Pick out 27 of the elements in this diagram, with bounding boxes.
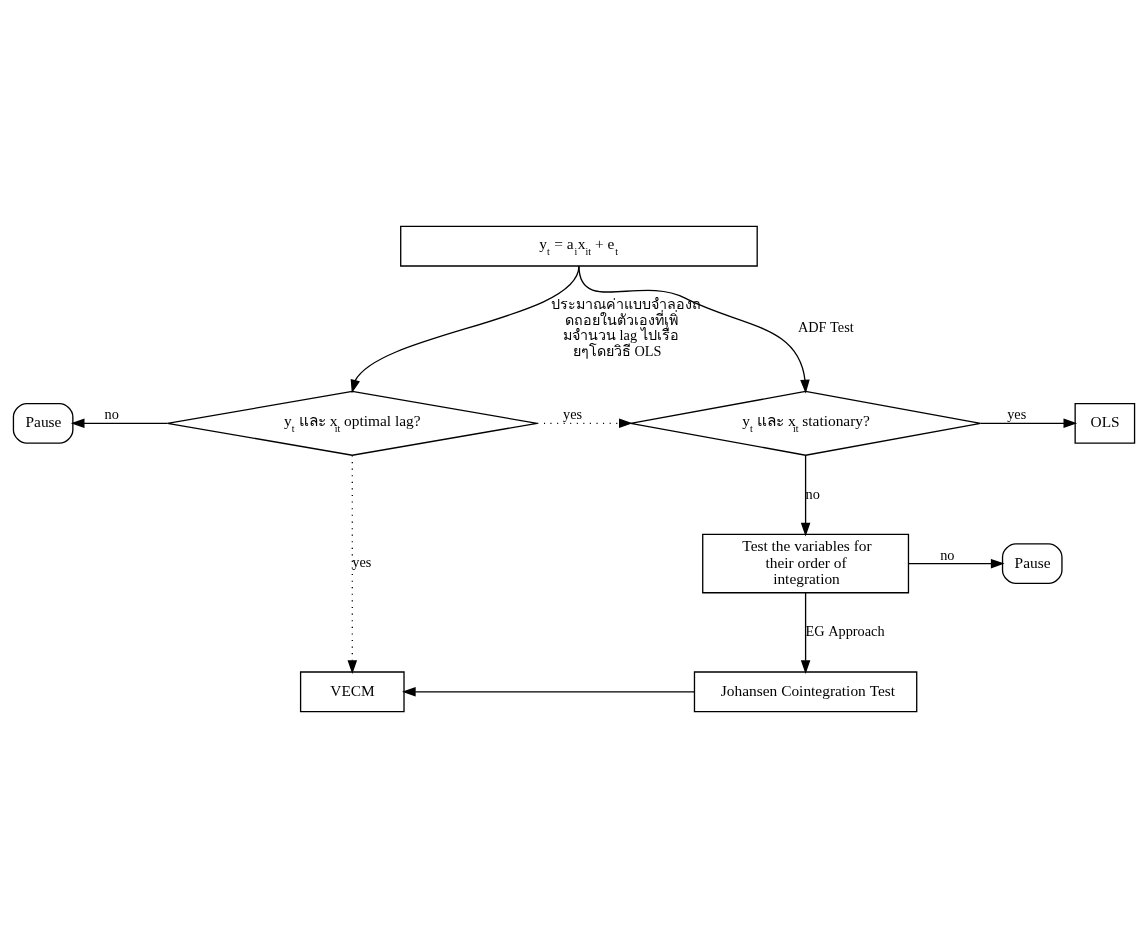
edge-label: no xyxy=(104,405,119,422)
edge-label: EG Approach xyxy=(805,622,885,639)
edge-label: yes xyxy=(352,553,372,570)
node-box: Pause xyxy=(12,402,74,444)
edge-label: no xyxy=(940,546,955,563)
node-diamond: y$_{t}$ และ x$_{it}$ stationary? xyxy=(630,390,982,456)
arrow xyxy=(70,418,169,428)
node-box: OLS xyxy=(1074,402,1136,444)
edge-label: ประมาณค่าแบบจำลองถดถอยในตัวเองที่เพิ่มจำนวน lag ไปเรื่อยๆโดยวิธี OLS xyxy=(551,295,702,359)
arrow xyxy=(347,454,358,674)
arrow xyxy=(578,264,810,393)
arrow xyxy=(979,418,1078,428)
node-box: Test the variables for their order of integration xyxy=(702,533,910,593)
edge-label: yes xyxy=(563,405,583,422)
arrow xyxy=(402,686,696,697)
arrow xyxy=(800,591,811,674)
node-box: Pause xyxy=(1001,542,1063,584)
node-box: y$_{t}$ = a$_{i}$x$_{it}$ + e$_{t}$ xyxy=(400,225,758,267)
arrow xyxy=(536,418,633,428)
node-box: VECM xyxy=(299,670,405,712)
arrow xyxy=(800,454,811,536)
node-box: Johansen Cointegration Test xyxy=(693,670,918,712)
node-diamond: y$_{t}$ และ x$_{it}$ optimal lag? xyxy=(166,390,538,456)
edge-label: no xyxy=(805,485,820,502)
edge-label: yes xyxy=(1007,405,1027,422)
edge-label: ADF Test xyxy=(797,318,854,335)
arrow xyxy=(907,558,1005,568)
